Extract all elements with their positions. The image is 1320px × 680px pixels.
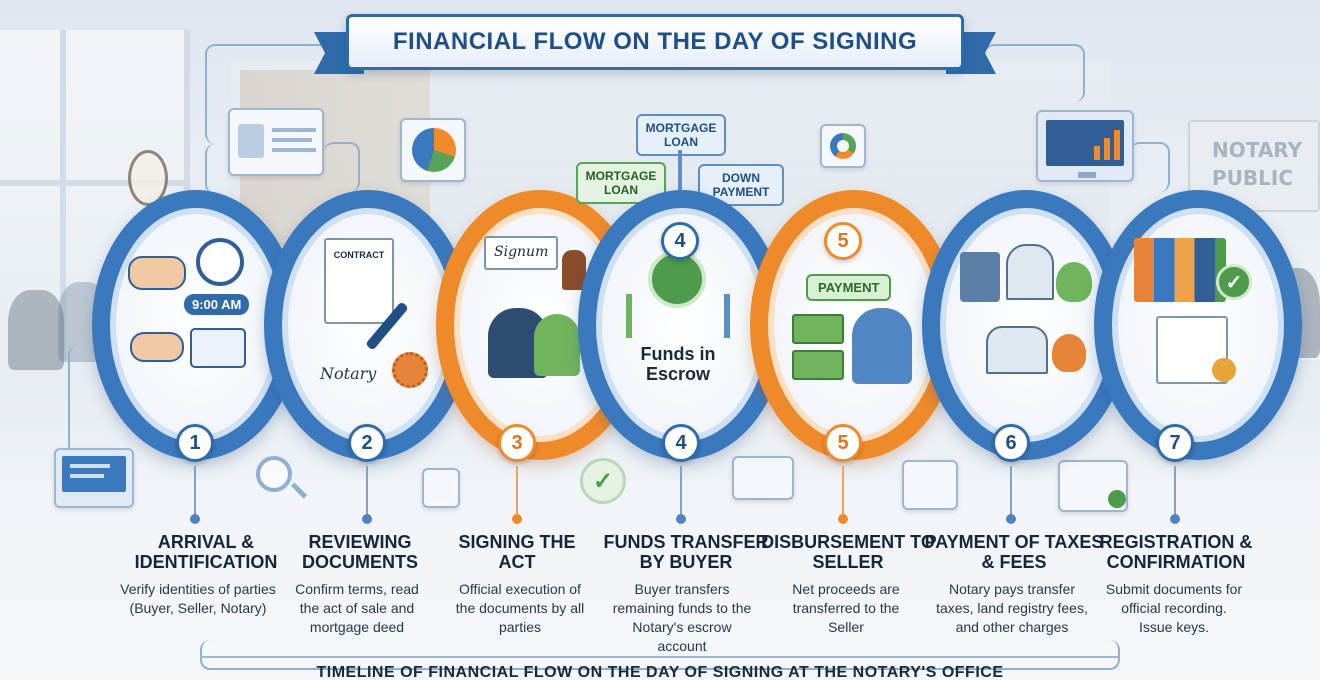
footer-caption: TIMELINE OF FINANCIAL FLOW ON THE DAY OF… — [316, 664, 1004, 680]
mortgage-loan-tag-top: MORTGAGE LOAN — [636, 114, 726, 156]
page-title: FINANCIAL FLOW ON THE DAY OF SIGNING — [346, 14, 964, 70]
connector-line-top-right — [985, 44, 1085, 102]
step-6-description: Notary pays transfer taxes, land registr… — [936, 581, 1088, 635]
step-6-number: 6 — [992, 424, 1030, 462]
cash-icon-2 — [792, 350, 844, 380]
step-4-title: FUNDS TRANSFER BY BUYER — [603, 532, 769, 572]
certificate-card-icon — [1058, 460, 1128, 512]
step-7-description: Submit documents for official recording.… — [1105, 581, 1243, 635]
ribbon-seal-icon — [1212, 358, 1236, 382]
step-6-illustration — [948, 216, 1104, 434]
step-4-leader — [676, 466, 686, 524]
step-3-title: SIGNING THE ACT — [458, 532, 576, 572]
binders-icon — [1134, 238, 1226, 302]
step-1-description: Verify identities of parties (Buyer, Sel… — [120, 581, 276, 616]
donut-chart-icon — [820, 124, 866, 168]
time-badge: 9:00 AM — [184, 294, 250, 315]
step-ring-7: ✓ — [1094, 190, 1302, 460]
check-icon: ✓ — [1216, 264, 1252, 300]
step-1-number: 1 — [176, 424, 214, 462]
connector-line-top — [205, 44, 335, 144]
step-6-title: PAYMENT OF TAXES & FEES — [924, 532, 1104, 572]
contract-icon: CONTRACT — [324, 238, 394, 324]
down-payment-tag: DOWN PAYMENT — [698, 164, 784, 206]
step-4-illustration: Funds in Escrow — [604, 216, 760, 434]
step-4-number: 4 — [662, 424, 700, 462]
step-1-title: ARRIVAL & IDENTIFICATION — [134, 532, 278, 572]
step-7-title: REGISTRATION & CONFIRMATION — [1099, 532, 1253, 572]
step-3-description: Official execution of the documents by a… — [455, 581, 585, 635]
background-person-left — [8, 290, 64, 370]
connector-line-3 — [1130, 142, 1170, 192]
seller-icon — [852, 308, 912, 384]
step-5-number-top: 5 — [824, 222, 862, 260]
step-5-leader — [838, 466, 848, 524]
step-3-leader — [512, 466, 522, 524]
step-6-leader — [1006, 466, 1016, 524]
title-banner: FINANCIAL FLOW ON THE DAY OF SIGNING — [314, 14, 996, 74]
government-building-icon-2 — [986, 326, 1048, 374]
signature-icon: Signum — [484, 236, 558, 270]
connector-line-bottom-left — [68, 345, 108, 455]
profile-card-icon — [228, 108, 324, 176]
computer-monitor-icon — [54, 448, 134, 508]
handshake-icon-2 — [130, 332, 184, 362]
step-3-number: 3 — [498, 424, 536, 462]
screen-document-icon — [732, 456, 794, 500]
contract-label: CONTRACT — [333, 250, 385, 260]
step-7-leader — [1170, 466, 1180, 524]
arrow-up-icon — [626, 294, 632, 338]
funds-in-escrow-label: Funds in Escrow — [640, 344, 716, 384]
id-badge-icon — [190, 328, 246, 368]
step-4-number-top: 4 — [661, 222, 699, 260]
arrow-up-icon-right — [724, 294, 730, 338]
step-1-illustration: 9:00 AM — [118, 216, 274, 434]
checkmark-circle-icon: ✓ — [580, 458, 626, 504]
money-bag-icon-2 — [1052, 334, 1086, 372]
checklist-icon — [422, 468, 460, 508]
money-bag-icon — [1056, 262, 1092, 302]
payment-badge: PAYMENT — [806, 274, 892, 301]
signature-text: Signum — [494, 244, 549, 260]
clock-icon — [196, 238, 244, 286]
step-2-title: REVIEWING DOCUMENTS — [302, 532, 418, 572]
step-2-illustration: CONTRACT Notary — [290, 216, 446, 434]
arrow-down-icon — [678, 150, 682, 192]
people-icon-2 — [534, 314, 580, 376]
calculator-icon — [960, 252, 1000, 302]
connector-line-1 — [205, 144, 235, 194]
connector-line-2 — [324, 142, 360, 192]
step-5-number: 5 — [824, 424, 862, 462]
cash-icon — [792, 314, 844, 344]
notary-script-text: Notary — [320, 364, 377, 383]
pie-chart-icon — [400, 118, 466, 182]
step-7-illustration: ✓ — [1120, 216, 1276, 434]
step-5-illustration: PAYMENT — [776, 216, 932, 434]
step-7-number: 7 — [1156, 424, 1194, 462]
step-3-illustration: Signum — [462, 216, 618, 434]
form-list-icon — [902, 460, 958, 510]
government-building-icon — [1006, 244, 1054, 300]
magnifier-icon — [256, 456, 292, 492]
footer-divider — [200, 656, 1120, 658]
certificate-icon — [1156, 316, 1228, 384]
magnifier-handle — [290, 482, 308, 499]
step-1-leader — [190, 466, 200, 524]
step-2-description: Confirm terms, read the act of sale and … — [295, 581, 419, 635]
mortgage-loan-tag-left: MORTGAGE LOAN — [576, 162, 666, 204]
step-4-description: Buyer transfers remaining funds to the N… — [612, 581, 752, 654]
monitor-chart-icon — [1036, 110, 1134, 182]
seal-icon — [392, 352, 428, 388]
connector-line-bottom — [200, 640, 1120, 670]
step-2-number: 2 — [348, 424, 386, 462]
step-2-leader — [362, 466, 372, 524]
handshake-icon — [128, 256, 186, 290]
step-5-title: DISBURSEMENT TO SELLER — [761, 532, 935, 572]
step-5-description: Net proceeds are transferred to the Sell… — [792, 581, 900, 635]
